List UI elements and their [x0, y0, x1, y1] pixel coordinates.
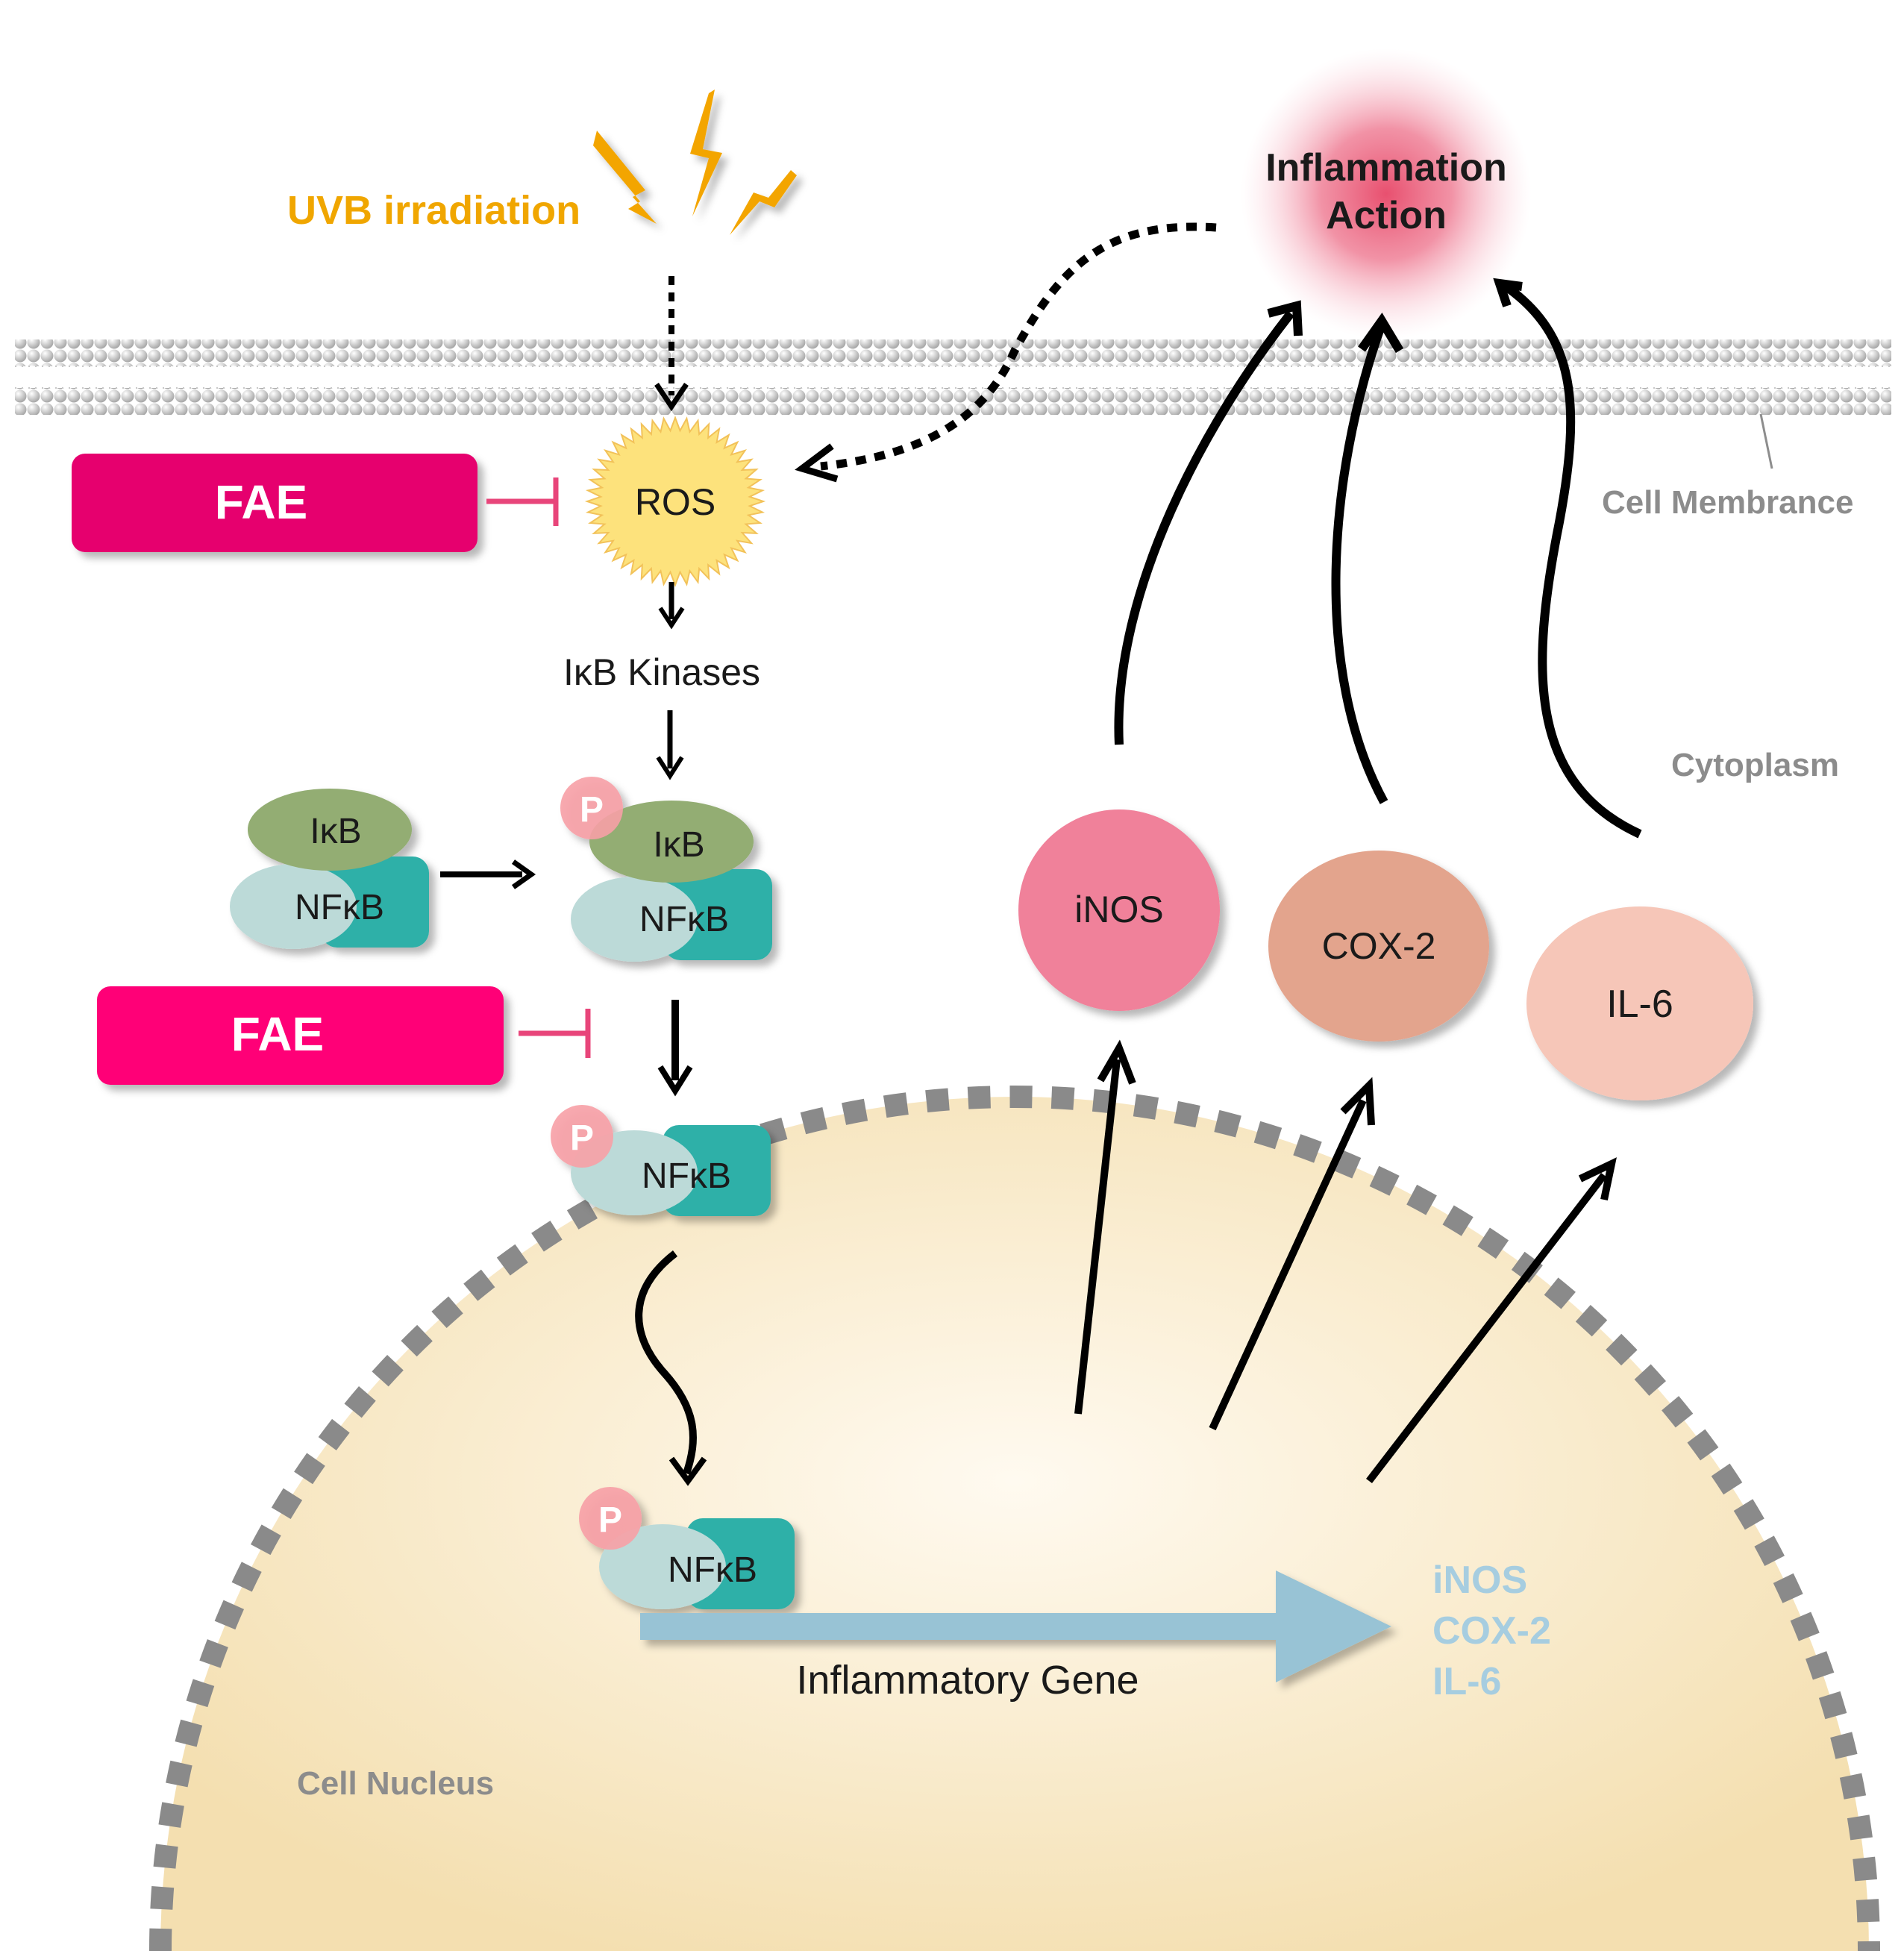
- fae-label-top: FAE: [215, 475, 307, 529]
- ikb-label-left: IκB: [310, 812, 361, 851]
- fae-inhibits-ros-bar: [486, 477, 559, 526]
- inflammation-action-glow: [1241, 48, 1532, 339]
- phospho-nfkb-nucleus: [579, 1487, 795, 1609]
- nfkb-label-left: NFκB: [295, 888, 384, 927]
- nfkb-label-free: NFκB: [642, 1156, 731, 1196]
- phospho-ikb-nfkb-complex: [560, 777, 772, 962]
- gene-product-il6: IL-6: [1432, 1660, 1501, 1703]
- cell-nucleus-label: Cell Nucleus: [297, 1765, 494, 1802]
- fae-inhibits-degradation-bar: [519, 1009, 591, 1058]
- il6-protein-label: IL-6: [1606, 983, 1673, 1026]
- phospho-label-3: P: [598, 1500, 622, 1540]
- nuclear-translocation-arrow: [635, 1250, 697, 1475]
- ros-label: ROS: [635, 481, 715, 523]
- gene-expression-arrow: [640, 1570, 1391, 1682]
- cytoplasm-label: Cytoplasm: [1671, 747, 1839, 783]
- inos-protein-label: iNOS: [1074, 889, 1163, 930]
- inflammation-to-ros-feedback-arrow: [820, 222, 1217, 471]
- cell-nucleus: [149, 1086, 1880, 1951]
- ikb-nfkb-complex: [230, 789, 429, 949]
- uvb-irradiation-label: UVB irradiation: [287, 188, 580, 233]
- nfkb-label-nuclear: NFκB: [668, 1550, 757, 1590]
- secretion-arrows: [1114, 278, 1642, 839]
- ikb-label-phospho: IκB: [653, 825, 704, 865]
- inflammation-action-label-line1: Inflammation: [1265, 146, 1507, 190]
- inflammatory-gene-label: Inflammatory Gene: [796, 1658, 1139, 1703]
- phospho-label-1: P: [580, 790, 604, 830]
- phospho-label-2: P: [570, 1118, 594, 1158]
- gene-product-cox2: COX-2: [1432, 1609, 1551, 1653]
- ikb-kinases-label: IκB Kinases: [563, 651, 760, 693]
- gene-product-inos: iNOS: [1432, 1559, 1527, 1602]
- cell-membrane: [15, 339, 1891, 469]
- fae-inhibitor-box-top: [72, 454, 477, 552]
- fae-inhibitor-box-mid: [97, 986, 504, 1085]
- inflammation-action-label-line2: Action: [1326, 194, 1447, 237]
- inos-protein: [1018, 809, 1220, 1011]
- translation-arrows: [1074, 1039, 1617, 1484]
- uvb-to-ros-arrowhead: [654, 383, 689, 412]
- nfkb-label-phospho: NFκB: [639, 900, 729, 939]
- nucleus-body: [160, 1097, 1869, 1951]
- uvb-lightning-icon: [593, 90, 797, 235]
- fae-label-mid: FAE: [231, 1007, 324, 1061]
- il6-protein: [1526, 906, 1753, 1100]
- cell-membrane-label: Cell Membrance: [1602, 484, 1853, 521]
- nuclear-envelope: [149, 1086, 1880, 1951]
- phospho-nfkb-cytoplasm: [551, 1105, 771, 1216]
- ros-burst: [584, 416, 766, 587]
- cox2-protein: [1268, 851, 1489, 1042]
- cox2-protein-label: COX-2: [1322, 925, 1436, 967]
